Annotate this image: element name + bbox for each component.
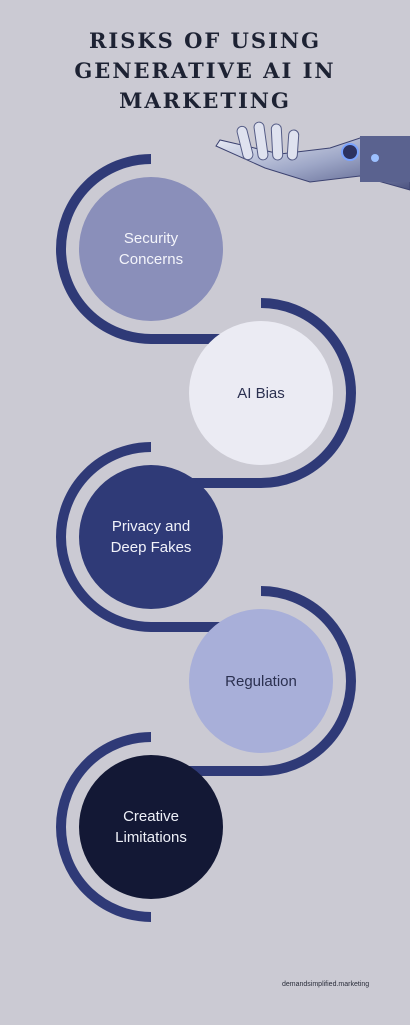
- risk-label: Creative Limitations: [115, 808, 187, 846]
- title-line-3: MARKETING: [119, 88, 291, 113]
- risk-label: Regulation: [225, 672, 297, 690]
- risk-label: AI Bias: [237, 384, 285, 402]
- risk-circle-regulation: Regulation: [189, 609, 333, 753]
- title-line-1: RISKS OF USING: [88, 28, 322, 53]
- risk-label: Security Concerns: [118, 230, 184, 268]
- title-line-2: GENERATIVE AI IN: [74, 58, 336, 83]
- page-title: RISKS OF USING GENERATIVE AI IN MARKETIN…: [0, 26, 410, 116]
- risk-circle-creative-limitations: Creative Limitations: [79, 755, 223, 899]
- risk-circle-ai-bias: AI Bias: [189, 321, 333, 465]
- risk-label: Privacy and Deep Fakes: [110, 518, 192, 556]
- risk-circle-privacy-deep-fakes: Privacy and Deep Fakes: [79, 465, 223, 609]
- footer-site-name: demandsimplified.marketing: [282, 981, 370, 988]
- risk-circle-security-concerns: Security Concerns: [79, 177, 223, 321]
- robot-hand-image: [215, 121, 410, 191]
